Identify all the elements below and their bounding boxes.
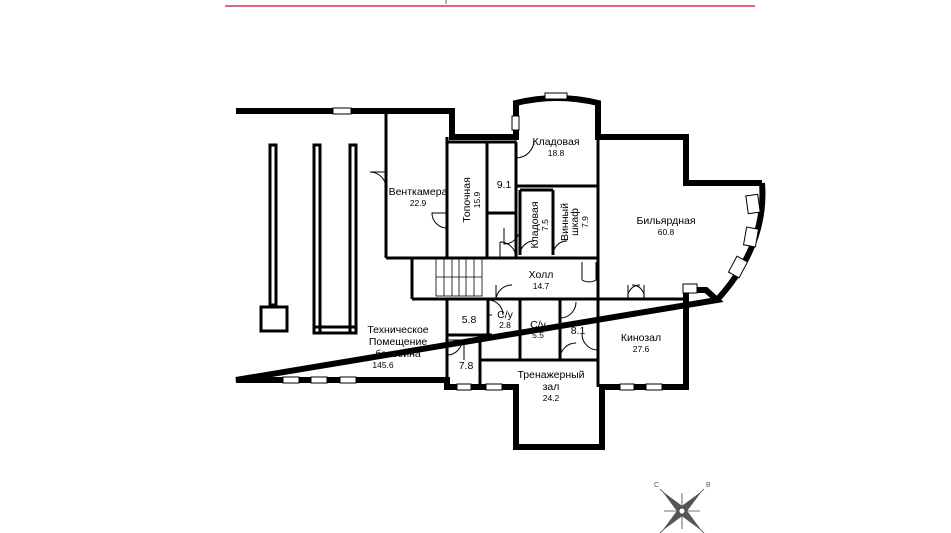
room-name: шкаф	[569, 208, 581, 236]
room-area: 24.2	[543, 393, 560, 403]
room-area: 15.9	[472, 191, 482, 208]
stairs	[435, 257, 483, 297]
room-area: 5.5	[532, 330, 544, 340]
room-area: 14.7	[533, 281, 550, 291]
room-name: С/у	[497, 309, 514, 321]
room-name: Холл	[529, 269, 554, 281]
windows	[282, 92, 761, 391]
room-hall: Холл 14.7	[529, 269, 554, 291]
room-name: зал	[543, 381, 560, 393]
room-gym: Тренажерный зал 24.2	[517, 369, 584, 403]
compass-rose-icon	[659, 488, 705, 533]
room-name: Венткамера	[389, 186, 448, 198]
room-area: 7.5	[540, 219, 550, 231]
doors	[369, 139, 645, 361]
room-area: 60.8	[658, 227, 675, 237]
room-name: Кладовая	[532, 136, 579, 148]
room-wc-large: С/у 5.5	[530, 319, 547, 340]
room-cinema: Кинозал 27.6	[621, 332, 661, 354]
room-pool: Техническое Помещение бассейна 145.6	[367, 324, 428, 370]
room-name: Кинозал	[621, 332, 661, 344]
room-name: Помещение	[369, 336, 427, 348]
room-area: 18.8	[548, 148, 565, 158]
room-name: Бильярдная	[636, 215, 695, 227]
room-pantry-large: Кладовая 18.8	[532, 136, 579, 158]
room-furnace: Топочная 15.9	[461, 177, 482, 223]
room-area: 5.8	[462, 314, 477, 326]
interior-walls	[384, 103, 686, 387]
room-name: Кладовая	[529, 201, 541, 248]
room-billiard: Бильярдная 60.8	[636, 215, 695, 237]
room-name: С/у	[530, 319, 547, 331]
room-8-1: 8.1	[571, 325, 586, 337]
room-area: 27.6	[633, 344, 650, 354]
room-wine: Винный шкаф 7.9	[559, 203, 590, 241]
room-5-8: 5.8	[462, 314, 477, 326]
room-name: бассейна	[375, 348, 421, 360]
room-wc-small: С/у 2.8	[497, 309, 514, 330]
room-pantry-small: Кладовая 7.5	[529, 201, 550, 248]
room-area: 2.8	[499, 320, 511, 330]
room-area: 7.9	[580, 216, 590, 228]
compass-letter-right: В	[706, 482, 711, 489]
pool-equipment	[259, 143, 358, 335]
room-area: 7.8	[459, 360, 474, 372]
room-9-1: 9.1	[497, 179, 512, 191]
room-name: Винный	[559, 203, 571, 241]
compass-letter-left: С	[654, 482, 659, 489]
room-name: Топочная	[461, 177, 473, 223]
room-name: Техническое	[367, 324, 428, 336]
room-area: 145.6	[372, 360, 394, 370]
room-7-8: 7.8	[459, 360, 474, 372]
room-area: 8.1	[571, 325, 586, 337]
room-name: Тренажерный	[517, 369, 584, 381]
room-area: 9.1	[497, 179, 512, 191]
room-vent: Венткамера 22.9	[389, 186, 448, 208]
room-area: 22.9	[410, 198, 427, 208]
